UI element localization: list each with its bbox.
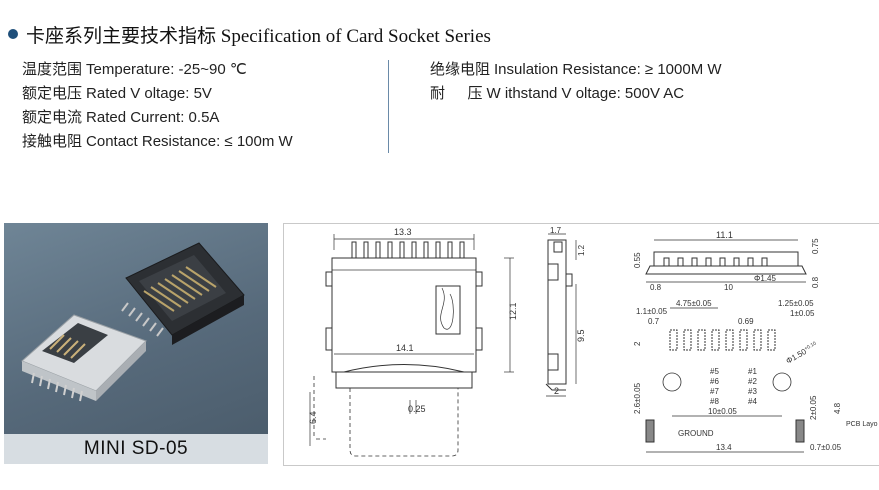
dim-fp-ground-h: 2±0.05 [809,395,818,420]
pin-label-4: #4 [748,397,757,406]
dim-fp-left-pad: 1.1±0.05 [636,307,668,316]
ground-label: GROUND [678,429,714,438]
dim-fp-hole: Φ1.50+0.10 [785,341,820,366]
top-view: 11.1 0.55 0.75 0.8 0.8 10 Φ1.45 [633,230,820,292]
pin-label-6: #6 [710,377,719,386]
dim-front-extension: 6.4 [308,411,318,424]
dim-fp-pitch: 0.69 [738,317,754,326]
dim-front-width: 13.3 [394,227,412,237]
dim-top-right-h: 0.75 [811,238,820,254]
pin-label-3: #3 [748,387,757,396]
dim-front-length: 14.1 [396,343,414,353]
product-photo: MINI SD-05 [4,223,268,464]
pin-label-2: #2 [748,377,757,386]
dim-fp-right-group: 1.25±0.05 [778,299,814,308]
dim-fp-total-h: 4.8 [833,402,842,414]
page-title: 卡座系列主要技术指标 Specification of Card Socket … [26,25,491,47]
dim-side-top: 1.2 [577,244,586,256]
dim-top-hole: Φ1.45 [754,274,777,283]
technical-drawing: 13.3 14.1 12.1 0.25 6. [283,223,879,466]
dim-front-height: 12.1 [508,302,518,320]
pin-label-5: #5 [710,367,719,376]
dim-side-height: 9.5 [576,329,586,342]
pcb-footprint: 4.75±0.05 1.25±0.05 1.1±0.05 1±0.05 0.7 … [633,299,878,453]
dim-fp-ground-w: 0.7±0.05 [810,443,842,452]
pin-label-1: #1 [748,367,757,376]
dim-fp-hole-span: 10±0.05 [708,407,737,416]
dim-top-width: 11.1 [716,230,733,240]
dim-fp-pitch-group: 4.75±0.05 [676,299,712,308]
dim-top-left-h: 0.55 [633,252,642,268]
pin-label-7: #7 [710,387,719,396]
dim-side-width: 1.7 [550,226,562,235]
pcb-layout-label: PCB Layo [846,421,878,428]
dim-top-right-v: 0.8 [811,276,820,288]
dim-side-foot: 2 [554,386,559,396]
dim-fp-right-pad: 1±0.05 [790,309,815,318]
product-name: MINI SD-05 [4,434,268,464]
bullet-icon [8,29,18,39]
header: 卡座系列主要技术指标 Specification of Card Socket … [8,20,491,48]
dim-fp-offset: 2.6±0.05 [633,382,642,414]
pin-label-8: #8 [710,397,719,406]
dim-top-left-off: 0.8 [650,283,662,292]
dim-fp-pad-w: 0.7 [648,317,660,326]
front-view: 13.3 14.1 12.1 0.25 6. [308,227,518,457]
dim-fp-total-w: 13.4 [716,443,732,452]
dim-front-tab: 0.25 [408,404,426,414]
side-view: 1.7 1.2 9.5 2 [545,226,586,397]
product-illustration [21,242,245,402]
dim-fp-pad-h: 2 [633,341,642,346]
dim-top-span: 10 [724,283,733,292]
spec-divider [388,60,389,153]
